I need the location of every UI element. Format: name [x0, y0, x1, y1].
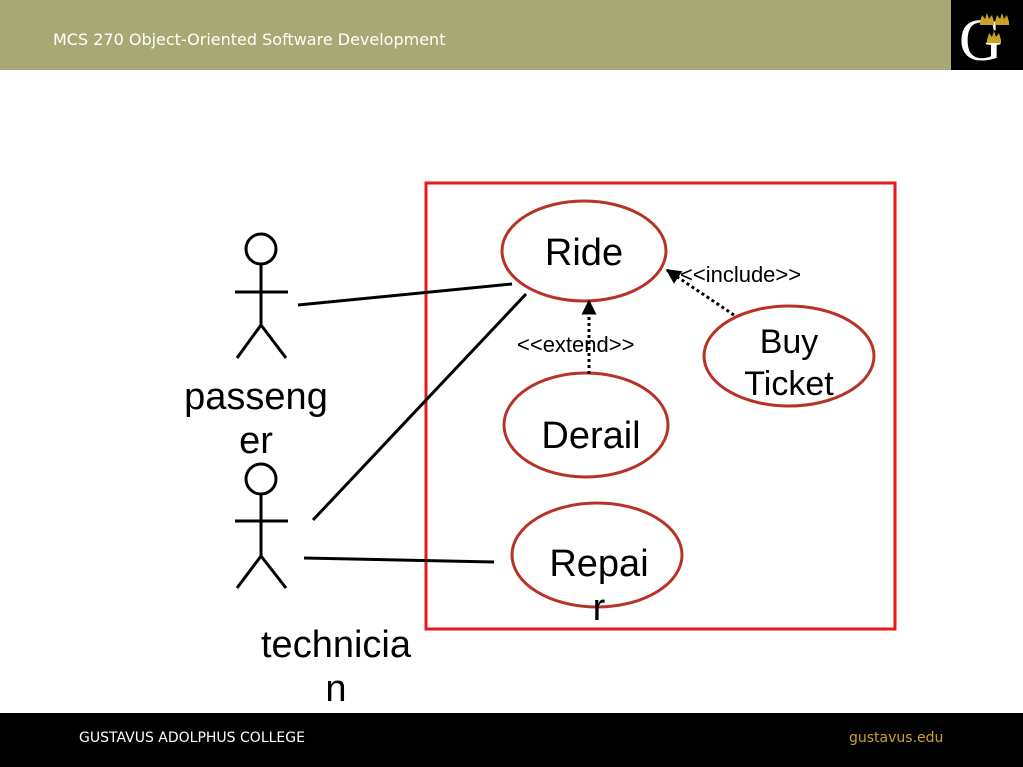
system-boundary: [424, 181, 897, 631]
use-case-derail: [502, 371, 670, 479]
derail-label: Derail: [541, 415, 641, 457]
association-technician-ride: [311, 292, 528, 522]
header-bar: MCS 270 Object-Oriented Software Develop…: [0, 0, 1023, 73]
footer-bar: GUSTAVUS ADOLPHUS COLLEGE gustavus.edu: [0, 713, 1023, 767]
gustavus-g-crown-logo-icon: G: [959, 7, 1009, 73]
use-case-repair: [510, 501, 684, 609]
slide-title: MCS 270 Object-Oriented Software Develop…: [53, 30, 446, 49]
diagram-canvas: [235, 181, 897, 631]
technician-label: technicia n: [261, 624, 411, 710]
website-link[interactable]: gustavus.edu: [849, 730, 944, 746]
include-dependency-arrow: [665, 268, 735, 317]
passenger-actor-icon: [235, 232, 288, 359]
use-case-buy-ticket: [702, 304, 876, 408]
association-technician-repair: [303, 556, 495, 564]
association-passenger-ride: [297, 282, 513, 307]
extend-stereotype-label: <<extend>>: [517, 332, 635, 357]
passenger-label: passeng er: [184, 376, 328, 462]
ride-label: Ride: [544, 232, 624, 274]
college-name: GUSTAVUS ADOLPHUS COLLEGE: [79, 730, 305, 746]
buy-ticket-label: Buy Ticket: [744, 323, 834, 403]
repair-label: Repai r: [549, 543, 649, 629]
use-case-diagram: passeng er technicia n Ride Buy Ticket D…: [0, 70, 1023, 718]
technician-actor-icon: [235, 462, 288, 589]
include-stereotype-label: <<include>>: [680, 262, 802, 287]
college-logo: G: [951, 0, 1023, 73]
